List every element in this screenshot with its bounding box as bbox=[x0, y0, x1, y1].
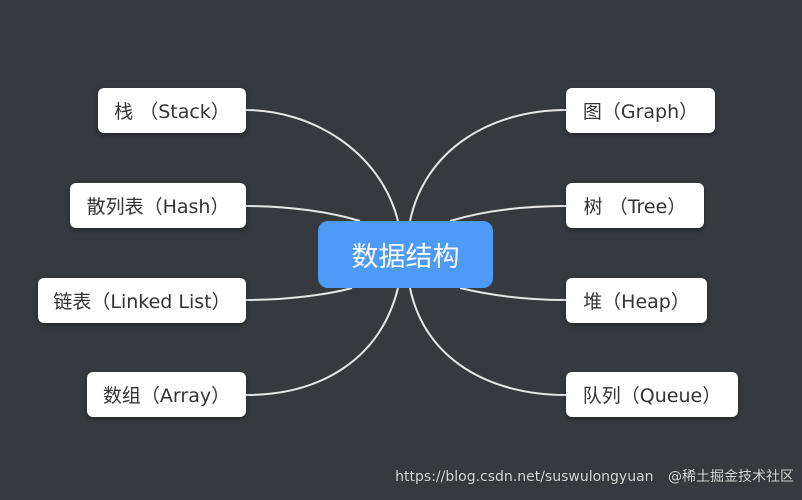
node-hash-label: 散列表（Hash） bbox=[86, 196, 230, 218]
connector-array bbox=[245, 287, 399, 396]
node-stack-label: 栈 （Stack） bbox=[114, 101, 230, 123]
node-array-label: 数组（Array） bbox=[102, 385, 231, 407]
node-hash[interactable]: 散列表（Hash） bbox=[70, 183, 246, 228]
connector-linked-list bbox=[245, 287, 353, 301]
node-queue[interactable]: 队列（Queue） bbox=[566, 372, 738, 417]
node-tree-label: 树 （Tree） bbox=[583, 196, 687, 218]
watermark-url: https://blog.csdn.net/suswulongyuan bbox=[395, 469, 654, 485]
connector-stack bbox=[245, 109, 399, 222]
watermark: https://blog.csdn.net/suswulongyuan @稀土掘… bbox=[395, 466, 794, 486]
connector-hash bbox=[245, 205, 361, 222]
node-linked-list-label: 链表（Linked List） bbox=[53, 291, 231, 313]
watermark-brand: @稀土掘金技术社区 bbox=[664, 469, 794, 485]
watermark-brand-text: 稀土掘金技术社区 bbox=[682, 469, 794, 485]
node-stack[interactable]: 栈 （Stack） bbox=[98, 88, 246, 133]
node-graph-label: 图（Graph） bbox=[582, 101, 699, 123]
connector-graph bbox=[409, 109, 567, 222]
connector-heap bbox=[459, 287, 567, 301]
node-graph[interactable]: 图（Graph） bbox=[566, 88, 715, 133]
node-linked-list[interactable]: 链表（Linked List） bbox=[38, 278, 246, 323]
node-tree[interactable]: 树 （Tree） bbox=[566, 183, 704, 228]
center-node[interactable]: 数据结构 bbox=[318, 221, 493, 288]
node-array[interactable]: 数组（Array） bbox=[87, 372, 246, 417]
node-heap[interactable]: 堆（Heap） bbox=[566, 278, 707, 323]
center-node-label: 数据结构 bbox=[351, 242, 460, 273]
node-heap-label: 堆（Heap） bbox=[583, 291, 690, 313]
at-icon: @ bbox=[668, 469, 682, 485]
connector-tree bbox=[449, 205, 567, 222]
node-queue-label: 队列（Queue） bbox=[582, 385, 722, 407]
connector-queue bbox=[409, 287, 567, 396]
